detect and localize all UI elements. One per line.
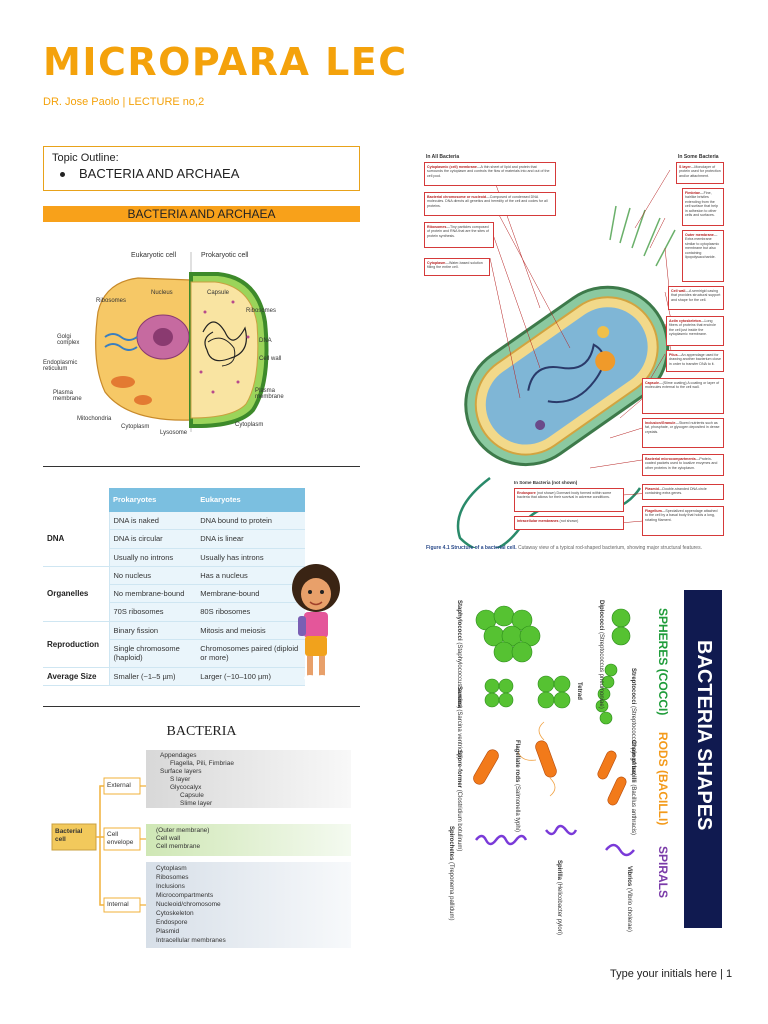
section-heading-bar: BACTERIA AND ARCHAEA	[43, 206, 360, 222]
callout-chromosome: Bacterial chromosome or nucleoid—Compose…	[424, 192, 556, 216]
label-er: Endoplasmic reticulum	[43, 360, 78, 372]
row-header-dna: DNA	[43, 511, 110, 567]
cell-comparison-figure: Eukaryotic cell Prokaryotic cell Ribosom…	[43, 242, 360, 442]
callout-fimbriae: Fimbriae—Fine, hairlike bristles extendi…	[682, 188, 724, 226]
cell-illustration	[95, 252, 269, 432]
label-flagellate-rods: Flagellate rods (Salmonella typhi)	[514, 740, 520, 833]
callout-cell-wall: Cell wall—A semirigid casing that provid…	[668, 286, 724, 310]
label-mitochondria: Mitochondria	[77, 416, 112, 422]
group-spheres: SPHERES (COCCI)	[656, 608, 670, 716]
label-cytoplasm-left: Cytoplasm	[121, 424, 150, 430]
callout-capsule: Capsule—(Slime coating) A coating or lay…	[642, 378, 724, 414]
group-rods: RODS (BACILLI)	[656, 732, 670, 826]
table-row: Average Size Smaller (~1–5 µm)Larger (~1…	[43, 667, 305, 687]
label-plasma-membrane-left: Plasma membrane	[53, 390, 82, 402]
branch-internal: Internal	[107, 901, 129, 908]
shapes-banner: BACTERIA SHAPES	[684, 590, 722, 928]
label-cell-wall: Cell wall	[259, 356, 282, 362]
label-sarcina: Sarcina (Sarcina ventriculi)	[456, 686, 462, 760]
label-spirilla: Spirilla (Helicobacter pylori)	[556, 860, 562, 936]
label-diplococci: Diplococci (Streptococcus pneumoniae)	[598, 600, 604, 709]
topic-outline-box: Topic Outline: BACTERIA AND ARCHAEA	[43, 146, 360, 191]
table-header-prokaryotes: Prokaryotes	[109, 488, 197, 512]
table-header-blank	[43, 488, 109, 512]
cartoon-character-illustration	[292, 564, 340, 681]
callout-ribosomes: Ribosomes—Tiny particles composed of pro…	[424, 222, 494, 248]
page-footer: Type your initials here | 1	[610, 968, 733, 980]
hierarchy-root: Bacterial cell	[55, 828, 83, 843]
callout-s-layer: S layer—Monolayer of protein used for pr…	[676, 162, 724, 184]
label-tetrad: Tetrad	[576, 682, 582, 700]
label-nucleus: Nucleus	[151, 290, 173, 296]
in-all-bacteria-heading: In All Bacteria	[426, 154, 460, 160]
callout-endospore: Endospore (not shown) Dormant body forme…	[514, 488, 624, 512]
divider	[43, 466, 360, 467]
callout-cytoplasm: Cytoplasm—Water-based solution filling t…	[424, 258, 490, 276]
callout-outer-membrane: Outer membrane—Extra membrane similar to…	[682, 230, 724, 282]
shapes-illustration	[473, 605, 635, 857]
bacteria-shapes-figure: BACTERIA SHAPES SPHERES (COCCI) RODS (BA…	[426, 590, 722, 935]
bullet-icon	[60, 172, 65, 178]
group-spirals: SPIRALS	[656, 846, 670, 899]
table-header-eukaryotes: Eukaryotes	[196, 488, 305, 512]
label-capsule: Capsule	[207, 290, 230, 296]
shapes-banner-text: BACTERIA SHAPES	[693, 640, 715, 831]
label-ribosomes: Ribosomes	[96, 298, 127, 304]
row-header-organelles: Organelles	[43, 566, 110, 622]
page-subtitle: DR. Jose Paolo | LECTURE no,2	[43, 96, 205, 108]
label-streptococci: Streptococci (Streptococcus pyogenes)	[630, 668, 636, 776]
bacterium-cutaway-illustration	[456, 167, 676, 548]
divider	[43, 706, 360, 707]
label-dna: DNA	[259, 338, 272, 344]
bacterial-cell-structure-figure: In All Bacteria In Some Bacteria Cytopla…	[420, 148, 726, 558]
table-header-row: Prokaryotes Eukaryotes	[43, 488, 305, 512]
callout-plasmid: Plasmid—Double-stranded DNA circle conta…	[642, 484, 724, 500]
figure-caption: Figure 4.1 Structure of a bacterial cell…	[426, 545, 702, 551]
branch-cell-envelope: Cell envelope	[107, 831, 134, 846]
in-some-bacteria-not-shown: In Some Bacteria (not shown)	[514, 480, 578, 485]
in-some-bacteria-heading: In Some Bacteria	[678, 154, 719, 160]
eukaryotic-cell-label: Eukaryotic cell	[131, 252, 177, 259]
bacteria-heading: BACTERIA	[166, 724, 237, 739]
callout-actin-cytoskeleton: Actin cytoskeleton—Long fibers of protei…	[666, 316, 724, 346]
callout-flagellum: Flagellum—Specialized appendage attached…	[642, 506, 724, 536]
branch-external: External	[107, 782, 131, 789]
label-lysosome: Lysosome	[160, 430, 188, 436]
outline-heading: Topic Outline:	[52, 152, 119, 164]
label-golgi: Golgi complex	[57, 334, 80, 346]
hierarchy-lines	[51, 750, 351, 948]
callout-cytoplasmic-membrane: Cytoplasmic (cell) membrane—A thin sheet…	[424, 162, 556, 186]
prokaryotic-cell-label: Prokaryotic cell	[201, 252, 249, 259]
label-staphylococci: Staphylococci (Staphylococcus aureus)	[456, 600, 462, 709]
label-plasma-membrane-right: Plasma membrane	[255, 388, 284, 400]
table-row: Single chromosome (haploid)Chromosomes p…	[43, 639, 305, 668]
row-header-average-size: Average Size	[43, 667, 110, 687]
label-cytoplasm-right: Cytoplasm	[235, 422, 264, 428]
label-ribosomes-right: Ribosomes	[246, 308, 277, 314]
label-spore-former: Spore-former (Clostridium botulinum)	[456, 750, 462, 852]
page-title: MICROPARA LEC	[43, 40, 408, 84]
callout-inclusion: Inclusion/Granule—Stored nutrients such …	[642, 418, 724, 448]
label-chain-of-bacilli: Chain of bacilli (Bacillus anthracis)	[630, 740, 636, 836]
row-header-reproduction: Reproduction	[43, 621, 110, 668]
callout-pilus: Pilus—An appendage used for drawing anot…	[666, 350, 724, 372]
bacterial-cell-hierarchy: Bacterial cell External Cell envelope In…	[50, 748, 355, 950]
callout-intracellular-membranes: Intracellular membranes (not shown)	[514, 516, 624, 530]
label-vibrios: Vibrios (Vibrio cholerae)	[626, 866, 632, 932]
outline-item: BACTERIA AND ARCHAEA	[60, 166, 351, 181]
label-spirochetes: Spirochetes (Treponema pallidum)	[448, 826, 454, 921]
callout-microcompartments: Bacterial microcompartments—Protein-coat…	[642, 454, 724, 476]
